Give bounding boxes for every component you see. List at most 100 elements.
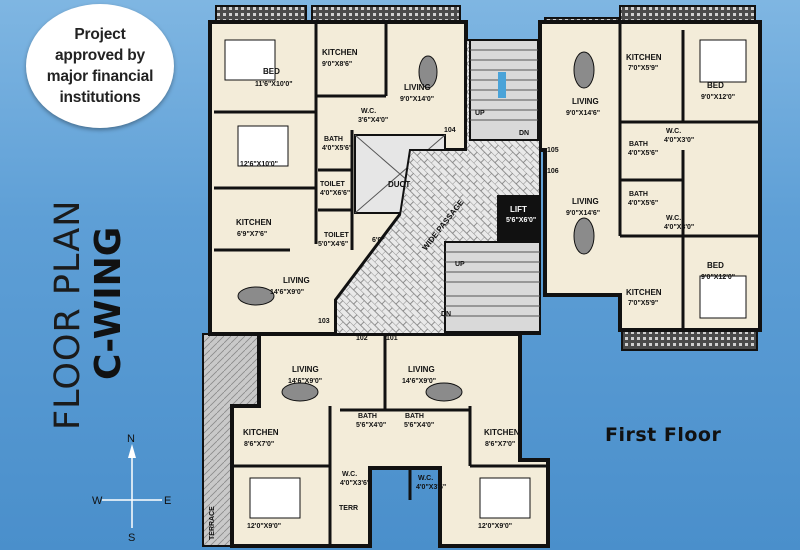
room-name: LIVING [292,365,319,374]
room-dim: 5'6"X6'0" [506,217,536,224]
room-dim: 9'0"X12'0" [701,274,735,281]
badge-line-3: major financial [46,68,154,85]
room-dim: 4'0"X5'6" [322,145,352,152]
room-dim: 9'0"X14'0" [400,96,434,103]
room-name: LIVING [408,365,435,374]
room-dim: 4'0"X3'0" [664,137,694,144]
room-name: KITCHEN [322,48,358,57]
room-dim: 5'6"X4'0" [404,422,434,429]
badge-line-1: Project [74,26,126,43]
lift-shaft [497,195,539,241]
unit-number: 106 [547,168,559,175]
room-name: LIVING [572,97,599,106]
room-name: W.C. [666,215,681,222]
room-dim: 11'6"X10'0" [255,81,293,88]
room-name: KITCHEN [626,288,662,297]
dining-table [425,382,463,402]
room-name: W.C. [666,128,681,135]
room-dim: 8'6"X7'0" [244,441,274,448]
terrace-label: TERR [339,505,358,512]
compass-n: N [127,433,135,445]
bed-furniture [479,477,531,519]
unit-number: 101 [386,335,398,342]
compass-w: W [92,495,103,507]
room-dim: 9'0"X8'6" [322,61,352,68]
room-dim: 12'6"X10'0" [240,161,278,168]
passage-width: 6'0" [372,237,385,244]
room-name: KITCHEN [243,428,279,437]
room-dim: 4'0"X5'6" [628,150,658,157]
room-name: TOILET [324,232,349,239]
room-name: LIVING [404,83,431,92]
staircase-lower [444,241,541,333]
unit-number: 104 [444,127,456,134]
room-dim: 9'0"X12'0" [701,94,735,101]
dining-table [573,51,595,89]
room-name: W.C. [418,475,433,482]
room-name: KITCHEN [236,218,272,227]
approval-badge: Project approved by major financial inst… [26,4,174,128]
badge-line-4: institutions [59,89,141,106]
stair-dn: DN [441,311,451,318]
room-dim: 9'0"X14'6" [566,110,600,117]
room-name: TOILET [320,181,345,188]
room-dim: 9'0"X14'6" [566,210,600,217]
room-dim: 4'0"X3'6" [416,484,446,491]
dining-table [418,55,438,89]
room-dim: 5'6"X4'0" [356,422,386,429]
room-dim: 3'6"X4'0" [358,117,388,124]
room-dim: 7'0"X5'9" [628,65,658,72]
room-name: BATH [405,413,424,420]
room-name: BATH [629,191,648,198]
compass-s: S [128,532,135,544]
dining-table [281,382,319,402]
room-dim: 8'6"X7'0" [485,441,515,448]
dining-table [573,217,595,255]
unit-number: 103 [318,318,330,325]
room-name: BED [707,81,724,90]
compass-rose: N S W E [92,433,171,544]
room-dim: 6'9"X7'6" [237,231,267,238]
room-name: BED [263,67,280,76]
stair-up: UP [475,110,485,117]
room-dim: 5'0"X4'6" [318,241,348,248]
room-name: LIFT [510,205,527,214]
balcony-strip [621,329,758,351]
room-name: KITCHEN [626,53,662,62]
room-dim: 14'6"X9'0" [270,289,304,296]
room-dim: 14'6"X9'0" [288,378,322,385]
room-name: BATH [358,413,377,420]
unit-number: 102 [356,335,368,342]
stair-dn: DN [519,130,529,137]
terrace-label: TERRACE [209,506,216,540]
room-name: W.C. [342,471,357,478]
bed-furniture [699,39,747,83]
bed-furniture [224,39,276,81]
bed-furniture [237,125,289,167]
room-name: BATH [629,141,648,148]
room-dim: 12'0"X9'0" [478,523,512,530]
room-dim: 7'0"X5'9" [628,300,658,307]
room-name: W.C. [361,108,376,115]
room-name: LIVING [283,276,310,285]
room-dim: 14'6"X9'0" [402,378,436,385]
room-name: BED [707,261,724,270]
compass-e: E [164,495,171,507]
room-dim: 4'0"X5'6" [628,200,658,207]
floor-label: First Floor [605,424,722,446]
room-name: DUCT [388,180,410,189]
stair-up: UP [455,261,465,268]
room-dim: 12'0"X9'0" [247,523,281,530]
dining-table [237,286,275,306]
room-dim: 4'0"X3'0" [664,224,694,231]
right-wing-outline [538,20,762,332]
badge-line-2: approved by [55,47,145,64]
unit-number: 105 [547,147,559,154]
bed-furniture [699,275,747,319]
bed-furniture [249,477,301,519]
stair-well [498,72,506,98]
room-name: BATH [324,136,343,143]
room-dim: 4'0"X6'6" [320,190,350,197]
room-dim: 4'0"X3'6" [340,480,370,487]
